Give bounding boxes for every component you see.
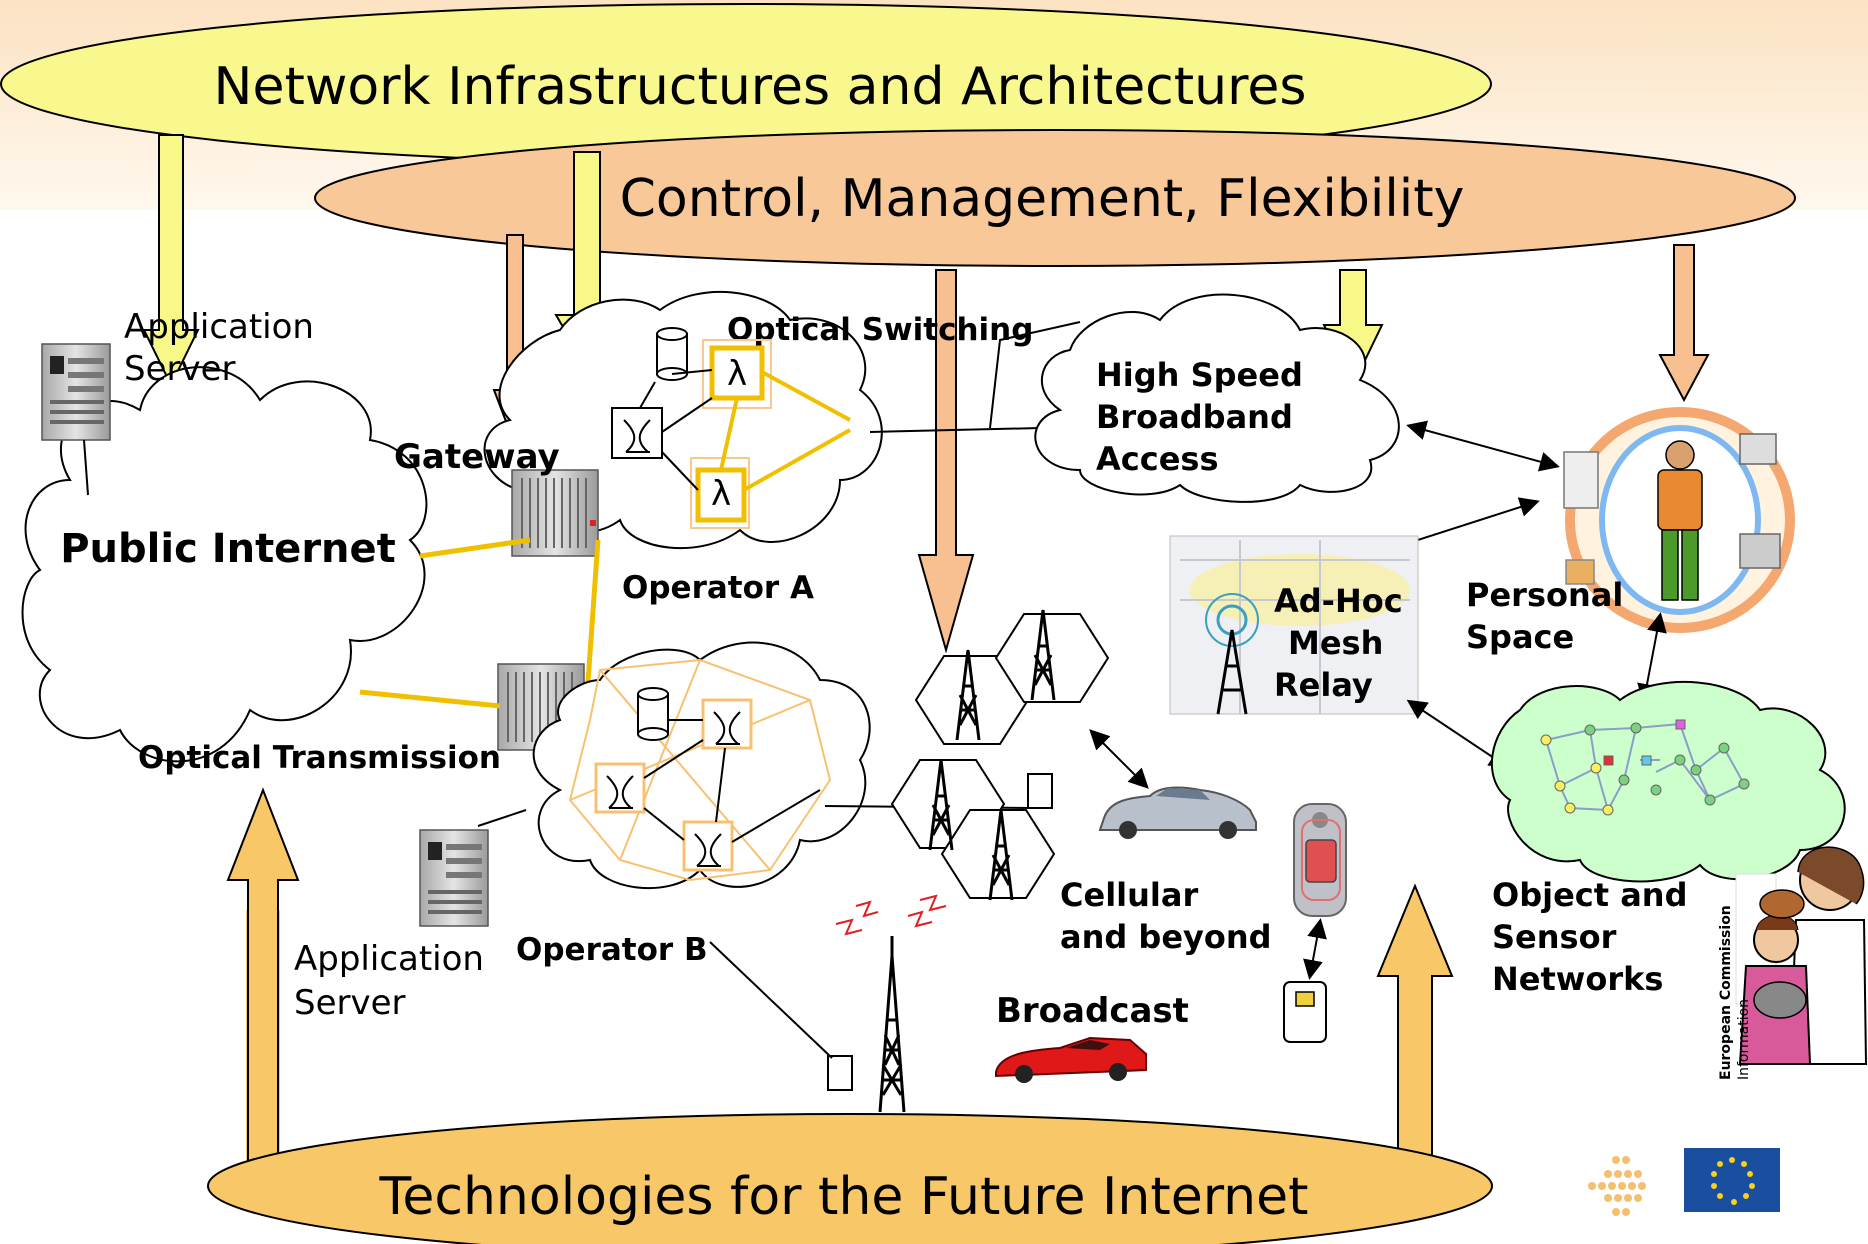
adhoc-label-1: Ad-Hoc	[1274, 582, 1403, 620]
app-server-bottom-label-1: Application	[294, 939, 484, 979]
object-sensor-cloud	[1490, 680, 1846, 883]
hsba-cloud	[1034, 293, 1400, 503]
public-internet-label: Public Internet	[60, 526, 396, 572]
cellular-label-1: Cellular	[1060, 876, 1198, 914]
family-illustration	[1735, 846, 1868, 1065]
ec-logo: European Commission Information	[1588, 905, 1752, 1216]
optical-link	[419, 537, 531, 559]
hsba-label-3: Access	[1096, 440, 1219, 478]
control-label: Control, Management, Flexibility	[620, 169, 1465, 229]
object-sensor-label-3: Networks	[1492, 960, 1663, 998]
car-icon	[995, 1036, 1147, 1083]
adhoc-label-2: Mesh	[1288, 624, 1383, 662]
control-ellipse	[314, 129, 1796, 267]
op-a-to-hsba-link	[869, 427, 1041, 433]
arrow-down-yellow-3	[1322, 269, 1384, 388]
op-a-to-hsba-link	[989, 321, 1081, 429]
personal-space-label-1: Personal	[1466, 576, 1623, 614]
op-a-optical-link	[719, 397, 739, 471]
broadcast-label: Broadcast	[996, 991, 1189, 1031]
cell-base-station	[1027, 773, 1053, 809]
op-a-link	[661, 451, 699, 491]
hsba-label-2: Broadband	[1096, 398, 1293, 436]
cellular-label-2: and beyond	[1060, 918, 1272, 956]
server-bottom-link	[477, 809, 527, 827]
cellular-cells	[890, 613, 1110, 899]
operator-a-label: Operator A	[622, 570, 814, 606]
server-icon	[419, 829, 489, 927]
phone-sim-arrow	[1303, 918, 1327, 980]
public-internet-cloud	[21, 366, 428, 763]
optical-switch-icon	[611, 407, 663, 459]
technologies-label: Technologies for the Future Internet	[378, 1167, 1308, 1227]
broadcast-base-station	[827, 1055, 853, 1091]
optical-transmission-label: Optical Transmission	[138, 740, 501, 776]
app-server-top-label-1: Application	[124, 307, 314, 347]
operator-b-optical-mesh	[568, 658, 832, 882]
optical-link	[359, 689, 501, 709]
database-icon	[637, 687, 669, 741]
hsba-label-1: High Speed	[1096, 356, 1303, 394]
eu-flag-icon	[1684, 1148, 1780, 1212]
op-a-link	[661, 397, 713, 433]
ec-label-2: Information	[1736, 999, 1752, 1080]
lambda-switch-icon: λ	[702, 339, 772, 409]
op-a-link	[639, 381, 656, 409]
adhoc-label-3: Relay	[1274, 666, 1373, 704]
op-a-optical-link	[761, 370, 851, 422]
technologies-ellipse	[207, 1113, 1493, 1244]
app-server-bottom-label-2: Server	[294, 983, 406, 1023]
cell-car-arrow	[1089, 729, 1149, 789]
sim-card-icon	[1283, 981, 1327, 1043]
server-top-link	[83, 439, 89, 496]
optical-switch-icon	[594, 762, 646, 814]
personal-space-label-2: Space	[1466, 618, 1574, 656]
arrow-up-1	[226, 787, 300, 1164]
arrow-down-yellow-1	[142, 134, 200, 388]
mobile-phone-icon	[1293, 803, 1347, 917]
adhoc-mesh-illustration	[1169, 535, 1419, 715]
broadcast-tower-icon	[835, 894, 947, 1113]
car-icon	[1098, 786, 1257, 839]
op-a-optical-link	[743, 428, 851, 492]
ec-label-1: European Commission	[1718, 905, 1734, 1080]
adhoc-object-arrow	[1406, 699, 1510, 769]
op-b-link	[643, 739, 704, 779]
network-infra-label: Network Infrastructures and Architecture…	[214, 57, 1307, 117]
optical-switching-label: Optical Switching	[727, 312, 1033, 348]
op-b-link	[643, 807, 685, 841]
op-b-link	[731, 789, 821, 843]
object-sensor-label-2: Sensor	[1492, 918, 1617, 956]
sensor-nodes	[1540, 719, 1750, 816]
cell-tower-icon	[928, 609, 1056, 901]
operator-b-cloud	[532, 641, 871, 890]
optical-switch-icon	[701, 698, 753, 750]
operator-b-label: Operator B	[516, 932, 708, 968]
arrow-down-orange-3	[1658, 244, 1710, 403]
op-a-link	[671, 369, 713, 375]
lambda-switch-icon: λ	[690, 457, 750, 529]
lambda-symbol: λ	[727, 354, 747, 394]
personal-space-illustration	[1563, 407, 1795, 633]
server-icon	[41, 343, 111, 441]
app-server-top-label-2: Server	[124, 349, 236, 389]
database-icon	[656, 327, 688, 381]
op-b-link	[715, 747, 726, 823]
op-b-to-broadcast-link	[709, 941, 833, 1059]
arrow-up-2	[1376, 883, 1454, 1164]
object-sensor-label-1: Object and	[1492, 876, 1687, 914]
gateway-label: Gateway	[394, 437, 560, 477]
hsba-personal-arrow	[1406, 420, 1560, 472]
lambda-symbol: λ	[711, 474, 731, 514]
optical-switch-icon	[682, 820, 734, 872]
arrow-down-orange-2	[917, 269, 975, 654]
